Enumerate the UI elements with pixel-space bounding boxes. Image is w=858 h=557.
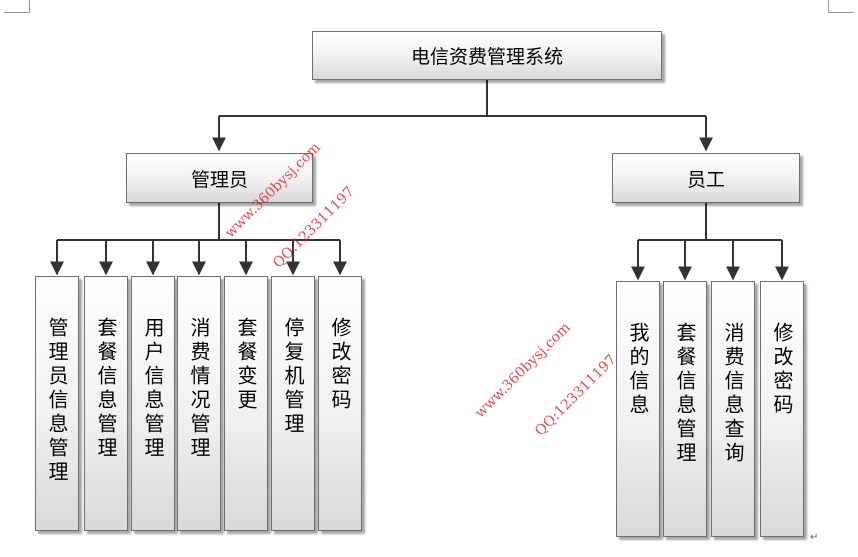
staff-item-node: 我的信息 — [616, 281, 660, 537]
admin-item-label: 套餐变更 — [234, 317, 258, 413]
admin-item-node: 停复机管理 — [271, 276, 315, 531]
staff-item-label: 我的信息 — [626, 322, 650, 418]
admin-item-node: 套餐变更 — [224, 276, 268, 531]
staff-item-label: 套餐信息管理 — [673, 322, 697, 466]
root-label: 电信资费管理系统 — [410, 46, 563, 68]
staff-item-node: 消费信息查询 — [711, 281, 755, 537]
admin-item-label: 用户信息管理 — [141, 317, 165, 461]
admin-item-node: 修改密码 — [318, 276, 362, 531]
admin-item-node: 套餐信息管理 — [84, 276, 128, 531]
staff-item-label: 消费信息查询 — [721, 322, 745, 466]
paragraph-mark-icon: ↵ — [810, 532, 819, 543]
admin-label: 管理员 — [190, 168, 248, 191]
admin-item-node: 用户信息管理 — [131, 276, 175, 531]
crop-mark — [828, 0, 854, 13]
admin-item-node: 管理员信息管理 — [35, 276, 79, 531]
staff-item-label: 修改密码 — [770, 322, 794, 418]
admin-item-label: 消费情况管理 — [187, 317, 211, 461]
crop-mark — [4, 0, 30, 13]
admin-item-label: 套餐信息管理 — [94, 317, 118, 461]
staff-item-node: 套餐信息管理 — [663, 281, 707, 537]
admin-item-node: 消费情况管理 — [177, 276, 221, 531]
admin-item-label: 管理员信息管理 — [45, 317, 69, 485]
admin-item-label: 停复机管理 — [281, 317, 305, 437]
staff-node: 员工 — [612, 153, 800, 203]
admin-item-label: 修改密码 — [328, 317, 352, 413]
staff-item-node: 修改密码 — [760, 281, 804, 537]
admin-node: 管理员 — [126, 153, 313, 203]
root-node: 电信资费管理系统 — [312, 31, 662, 80]
staff-label: 员工 — [686, 168, 725, 191]
